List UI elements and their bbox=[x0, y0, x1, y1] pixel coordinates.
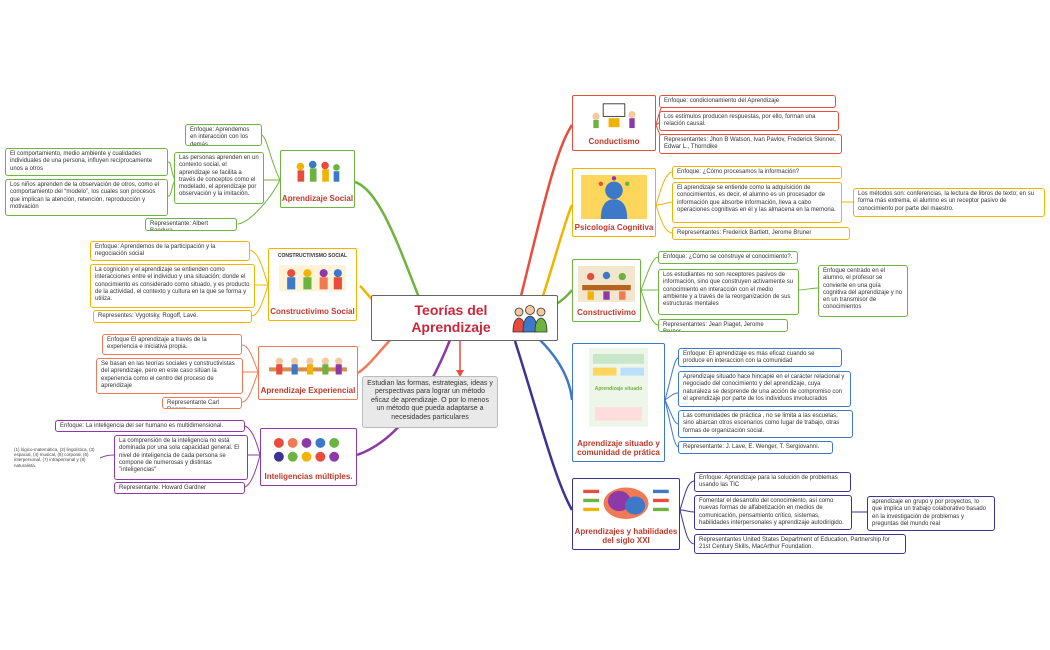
siglo21-brain-image bbox=[583, 487, 669, 519]
topic-label: Conductismo bbox=[588, 137, 640, 146]
social-representante[interactable]: Representante: Albert Bandura. bbox=[145, 218, 237, 231]
branch-line-cognitiva bbox=[538, 204, 574, 306]
topic-psicologia-cognitiva[interactable]: Psicología Cognitiva bbox=[572, 168, 656, 237]
topic-constructivismo[interactable]: Constructivimo bbox=[572, 259, 641, 322]
experiencial-definicion[interactable]: Se basan en las teorías sociales y const… bbox=[96, 358, 243, 394]
siglo21-representante[interactable]: Representantes United States Department … bbox=[694, 534, 906, 554]
constructivismo-social-representante[interactable]: Representes: Vygotsky, Rogoff, Lavé. bbox=[93, 310, 252, 323]
experiencial-enfoque[interactable]: Enfoque El aprendizaje a través de la ex… bbox=[102, 334, 242, 355]
topic-label: Psicología Cognitiva bbox=[574, 223, 654, 232]
experiencial-connectors bbox=[241, 344, 259, 403]
branch-line-conductismo bbox=[518, 124, 574, 301]
topic-label: Constructivimo bbox=[577, 308, 636, 317]
topic-inteligencias-multiples[interactable]: Inteligencias múltiples. bbox=[260, 428, 357, 486]
conductismo-definicion[interactable]: Los estímulos producen respuestas, por e… bbox=[659, 111, 839, 131]
cognitiva-definicion[interactable]: El aprendizaje se entiende como la adqui… bbox=[672, 182, 842, 223]
topic-constructivismo-social[interactable]: CONSTRUCTIVISMO SOCIAL Constructivimo So… bbox=[268, 248, 357, 321]
desc-arrow bbox=[456, 370, 464, 377]
multiples-connectors bbox=[99, 425, 261, 488]
constructivismo-representante[interactable]: Representantes: Jean Piaget, Jerome Brun… bbox=[658, 319, 788, 332]
central-description: Estudian las formas, estrategias, ideas … bbox=[362, 376, 498, 428]
social-learning-image bbox=[296, 160, 340, 182]
constructivismo-social-image bbox=[279, 265, 346, 292]
cognitiva-image bbox=[581, 175, 647, 219]
people-icon bbox=[512, 305, 548, 333]
conductismo-image bbox=[592, 103, 636, 129]
constructivismo-definicion[interactable]: Los estudiantes no son receptores pasivo… bbox=[658, 269, 799, 315]
siglo21-definicion[interactable]: Fomentar el desarrollo del conocimiento,… bbox=[694, 495, 852, 530]
topic-aprendizaje-experiencial[interactable]: Aprendizaje Experiencial bbox=[258, 346, 358, 400]
topic-siglo-xxi[interactable]: Aprendizajes y habilidades del siglo XXI bbox=[572, 478, 680, 550]
topic-label: Aprendizaje Social bbox=[281, 194, 354, 203]
multiples-tipos: (1) lógico-matemática, (2) lingüística, … bbox=[14, 447, 95, 468]
constructivismo-connectors bbox=[640, 256, 819, 326]
topic-label: Aprendizaje situado y comunidad de práti… bbox=[577, 439, 660, 457]
siglo21-connectors bbox=[679, 480, 867, 545]
constructivismo-enfoque[interactable]: Enfoque: ¿Cómo se construye el conocimie… bbox=[658, 251, 798, 264]
situado-representante[interactable]: Representante: J. Lave, E. Wenger, T. Se… bbox=[678, 441, 833, 454]
social-detalle-1[interactable]: El comportamiento, medio ambiente y cual… bbox=[5, 148, 168, 176]
situado-definicion[interactable]: Aprendizaje situado hace hincapié en el … bbox=[678, 371, 851, 407]
conductismo-enfoque[interactable]: Enfoque: condicionamiento del Aprendizaj… bbox=[659, 95, 836, 108]
social-detalle-2[interactable]: Los niños aprenden de la observación de … bbox=[5, 179, 168, 216]
constructivismo-social-definicion[interactable]: La cognición y el aprendizaje se entiend… bbox=[90, 264, 255, 308]
multiples-definicion[interactable]: La comprensión de la inteligencia no est… bbox=[114, 435, 248, 480]
topic-label: Constructivimo Social bbox=[270, 307, 355, 316]
branch-line-siglo21 bbox=[513, 340, 574, 511]
multiples-icons-image bbox=[273, 437, 340, 462]
branch-line-situado bbox=[539, 339, 574, 401]
topic-conductismo[interactable]: Conductismo bbox=[572, 95, 656, 151]
multiples-enfoque[interactable]: Enfoque: La inteligencia del ser humano … bbox=[55, 420, 245, 432]
topic-label: Inteligencias múltiples. bbox=[264, 472, 353, 481]
constructivismo-social-enfoque[interactable]: Enfoque: Aprendemos de la participación … bbox=[90, 241, 250, 261]
constructivismo-social-caption: CONSTRUCTIVISMO SOCIAL bbox=[277, 253, 348, 259]
branch-line-social bbox=[354, 180, 422, 301]
cognitiva-representante[interactable]: Representantes: Frederick Bartlett, Jero… bbox=[672, 227, 850, 240]
situado-comunidades[interactable]: Las comunidades de práctica , no se limi… bbox=[678, 410, 853, 438]
situado-enfoque[interactable]: Enfoque: El aprendizaje es más eficaz cu… bbox=[678, 348, 842, 367]
central-title: Teorías del Aprendizaje bbox=[411, 302, 491, 335]
social-definicion[interactable]: Las personas aprenden en un contexto soc… bbox=[174, 152, 264, 204]
cognitiva-enfoque[interactable]: Enfoque: ¿Cómo procesamos la información… bbox=[672, 166, 842, 179]
experiencial-representante[interactable]: Representante Carl Rogers bbox=[162, 397, 242, 409]
topic-label: Aprendizaje Experiencial bbox=[260, 386, 356, 395]
siglo21-proyectos[interactable]: aprendizaje en grupo y por proyectos, lo… bbox=[867, 496, 995, 531]
cognitiva-connectors bbox=[655, 171, 853, 234]
situado-image-caption: Aprendizaje situado bbox=[594, 386, 643, 392]
constructivismo-profesor[interactable]: Enfoque centrado en el alumno, el profes… bbox=[818, 265, 908, 317]
siglo21-enfoque[interactable]: Enfoque: Aprendizaje para la solución de… bbox=[694, 472, 851, 492]
constructivismo-image bbox=[578, 266, 635, 302]
situado-image bbox=[589, 348, 648, 427]
multiples-representante[interactable]: Representante: Howard Gardner bbox=[114, 482, 245, 494]
central-topic[interactable]: Teorías del Aprendizaje bbox=[371, 295, 558, 341]
cognitiva-metodos[interactable]: Los métodos son: conferencias, la lectur… bbox=[853, 188, 1045, 217]
constructivismo-social-connectors bbox=[249, 249, 269, 317]
topic-aprendizaje-social[interactable]: Aprendizaje Social bbox=[280, 150, 355, 208]
topic-aprendizaje-situado[interactable]: Aprendizaje situado Aprendizaje situado … bbox=[572, 343, 665, 462]
topic-label: Aprendizajes y habilidades del siglo XXI bbox=[574, 527, 678, 545]
conductismo-representante[interactable]: Representantes: Jhon B Watson, Ivan Pavl… bbox=[659, 134, 842, 154]
social-enfoque[interactable]: Enfoque: Aprendemos en interacción con l… bbox=[185, 124, 262, 146]
experiencial-image bbox=[269, 357, 347, 375]
situado-connectors bbox=[664, 357, 679, 448]
